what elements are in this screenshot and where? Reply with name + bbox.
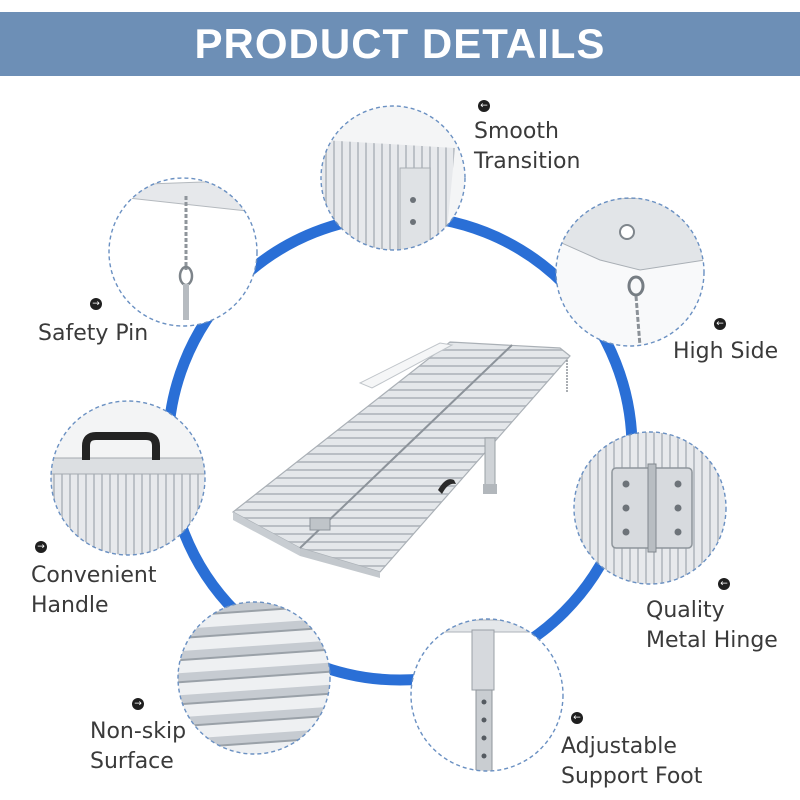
label-convenient-handle: Convenient Handle [31, 563, 157, 618]
header-banner: PRODUCT DETAILS [0, 12, 800, 76]
ramp-illustration [231, 341, 571, 578]
right-arrow-icon: → [90, 298, 102, 310]
detail-convenient-handle [50, 400, 206, 556]
left-arrow-icon: ← [478, 100, 490, 112]
right-arrow-icon: → [35, 541, 47, 553]
label-safety-pin: Safety Pin [38, 321, 149, 346]
label-non-skip-surface: Non-skip Surface [90, 719, 187, 774]
left-arrow-icon: ← [571, 712, 583, 724]
label-quality-metal-hinge: Quality Metal Hinge [646, 598, 778, 653]
right-arrow-icon: → [132, 698, 144, 710]
left-arrow-icon: ← [718, 578, 730, 590]
detail-non-skip-surface [177, 601, 331, 755]
detail-smooth-transition [320, 105, 466, 251]
label-smooth-transition: Smooth Transition [474, 119, 581, 174]
label-high-side: High Side [673, 339, 779, 364]
detail-adjustable-support-foot [410, 618, 564, 772]
page-title: PRODUCT DETAILS [194, 20, 606, 67]
detail-safety-pin [108, 177, 258, 327]
left-arrow-icon: ← [714, 318, 726, 330]
label-adjustable-support-foot: Adjustable Support Foot [561, 734, 703, 789]
detail-high-side [555, 197, 705, 347]
detail-quality-metal-hinge [573, 431, 727, 585]
